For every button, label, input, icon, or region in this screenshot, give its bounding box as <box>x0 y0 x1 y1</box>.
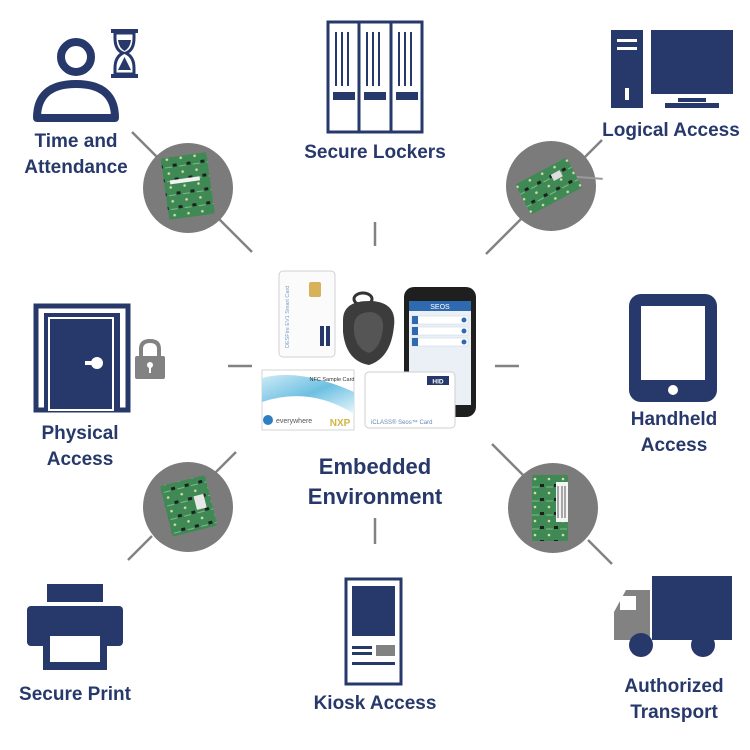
keyfob-image <box>343 291 395 365</box>
computer-icon <box>611 30 733 108</box>
iclass-seos-card-image: HID iCLASS® Seos™ Card <box>364 371 456 429</box>
phone-app-title: SEOS <box>430 304 450 311</box>
connector-authorized-transport-inner <box>491 443 527 479</box>
truck-icon <box>614 576 732 657</box>
nfc-sample-card-image: NFC Sample Card everywhere NXP <box>261 369 355 431</box>
center-label-line2: Environment <box>307 484 443 509</box>
reader-module-authorized-transport <box>508 463 598 553</box>
physical-access-line1: Physical <box>41 423 119 444</box>
connector-logical-access-outer <box>581 139 603 161</box>
authorized-transport-line1: Authorized <box>624 676 724 697</box>
node-authorized-transport-label: Authorized Transport <box>606 674 742 726</box>
handheld-access-line1: Handheld <box>630 409 718 430</box>
desfire-card-image: DESFire EV1 Smart Card <box>278 270 336 358</box>
connector-logical-access-inner <box>485 217 523 255</box>
physical-access-line2: Access <box>46 449 114 470</box>
handheld-access-line2: Access <box>640 435 708 456</box>
node-kiosk-access-label: Kiosk Access <box>313 693 437 714</box>
authorized-transport-line2: Transport <box>630 702 718 723</box>
desfire-card-text: DESFire EV1 Smart Card <box>285 286 291 348</box>
node-secure-print-label: Secure Print <box>19 684 131 705</box>
nfc-card-brand: everywhere <box>276 418 312 425</box>
node-time-attendance-label: Time and Attendance <box>14 129 138 181</box>
node-logical-access-label: Logical Access <box>602 120 740 141</box>
time-attendance-line1: Time and <box>34 131 118 152</box>
product-cluster: DESFire EV1 Smart Card SEOS <box>261 270 476 431</box>
printer-icon <box>27 584 123 670</box>
hourglass-icon <box>111 29 138 78</box>
center-label: Embedded Environment <box>290 452 460 512</box>
center-label-line1: Embedded <box>318 454 432 479</box>
reader-module-logical-access <box>506 141 603 231</box>
door-icon <box>33 303 131 413</box>
node-physical-access-label: Physical Access <box>20 421 140 473</box>
person-icon <box>33 38 119 122</box>
padlock-icon <box>135 338 165 379</box>
node-handheld-access-label: Handheld Access <box>612 407 736 459</box>
nfc-card-title: NFC Sample Card <box>310 377 355 383</box>
kiosk-icon <box>344 577 403 686</box>
time-attendance-line2: Attendance <box>24 157 128 178</box>
hid-logo: HID <box>432 379 444 386</box>
node-secure-lockers-label: Secure Lockers <box>304 142 446 163</box>
reader-module-secure-print <box>143 462 233 552</box>
connector-time-attendance-outer <box>131 131 159 159</box>
connector-secure-print-outer <box>127 535 153 561</box>
tablet-icon <box>629 294 717 402</box>
iclass-card-text: iCLASS® Seos™ Card <box>371 419 432 426</box>
nxp-logo: NXP <box>330 418 351 429</box>
connector-authorized-transport-outer <box>587 539 613 565</box>
lockers-icon <box>326 20 424 134</box>
reader-module-time-attendance <box>143 143 233 233</box>
